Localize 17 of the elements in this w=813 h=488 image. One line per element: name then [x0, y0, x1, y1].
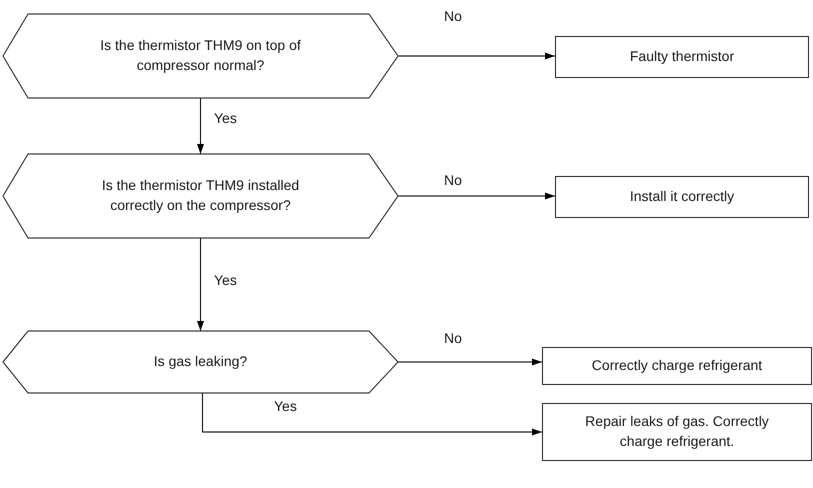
arrow: [398, 192, 556, 200]
arrow: [398, 358, 542, 366]
question-text: Is the thermistor THM9 on top of compressor normal?: [99, 36, 302, 75]
arrow: [197, 98, 204, 154]
arrow: [398, 52, 556, 60]
process-box: [542, 347, 812, 385]
action-text: Faulty thermistor: [630, 47, 734, 66]
process-box: [542, 403, 812, 461]
process-box: [555, 176, 809, 218]
question-text: Is the thermistor THM9 installed correctly on the compressor?: [100, 176, 300, 215]
action-text: Repair leaks of gas. Correctly charge refrigerant.: [584, 412, 770, 451]
arrow: [202, 392, 542, 436]
arrow: [197, 238, 204, 332]
process-box: [555, 36, 809, 78]
action-text: Correctly charge refrigerant: [592, 356, 762, 376]
question-text: Is gas leaking?: [154, 352, 248, 372]
action-text: Install it correctly: [630, 187, 734, 206]
